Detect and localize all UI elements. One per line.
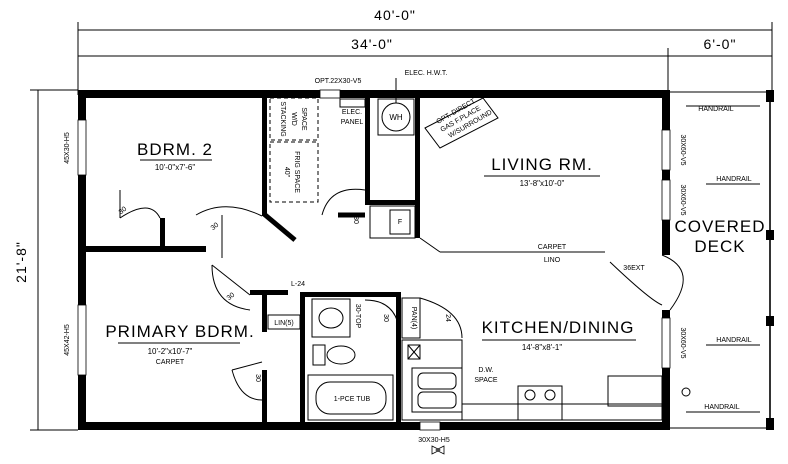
door-30-bdrm2-label: 30 bbox=[118, 206, 129, 216]
fridge-label-1: 40" bbox=[283, 167, 290, 178]
bottom-window-marker-icon bbox=[431, 445, 445, 455]
opt-window-top-label: OPT.22X30-V5 bbox=[315, 78, 362, 85]
door-30-primary-closet-label: 30 bbox=[254, 374, 261, 382]
kitchen-name: KITCHEN/DINING bbox=[482, 318, 635, 337]
lin-label: LIN(5) bbox=[274, 320, 293, 327]
living-size: 13'-8"x10'-0" bbox=[520, 179, 565, 188]
window-right-2-label: 30X60-V5 bbox=[679, 184, 686, 215]
elec-panel-label-2: PANEL bbox=[341, 119, 364, 126]
elec-hwt-label: ELEC. H.W.T. bbox=[405, 70, 448, 77]
stacking-label-3: SPACE bbox=[300, 107, 307, 131]
overall-width-label: 40'-0" bbox=[374, 7, 416, 23]
depth-label: 21'-8" bbox=[13, 241, 29, 283]
lino-label: LINO bbox=[544, 257, 561, 264]
stacking-label-2: W/D bbox=[290, 112, 297, 126]
living-name: LIVING RM. bbox=[491, 155, 593, 174]
door-24-pantry-label: 24 bbox=[444, 314, 451, 322]
tub-top-label: 30-TOP bbox=[354, 304, 361, 329]
deck-name-line1: COVERED bbox=[674, 217, 765, 236]
exterior-walls bbox=[77, 89, 671, 431]
door-30-closet-label: 30 bbox=[352, 216, 359, 224]
fridge-label-2: FRIG SPACE bbox=[293, 151, 300, 193]
deck-name-line2: DECK bbox=[694, 237, 745, 256]
water-heater-label: WH bbox=[389, 113, 403, 122]
bdrm2-size: 10'-0"x7'-6" bbox=[155, 163, 195, 172]
window-left-top-label: 45X30-H5 bbox=[64, 132, 71, 164]
window-right-1-label: 30X60-V5 bbox=[679, 134, 686, 165]
door-30-primary-label: 30 bbox=[226, 292, 237, 302]
covered-deck bbox=[670, 90, 774, 430]
dw-label-1: D.W. bbox=[478, 367, 493, 374]
dimension-lines bbox=[30, 22, 773, 431]
primary-floor: CARPET bbox=[156, 359, 185, 366]
primary-size: 10'-2"x10'-7" bbox=[148, 347, 193, 356]
door-30-hall-label: 30 bbox=[210, 222, 221, 232]
kitchen-size: 14'-8"x8'-1" bbox=[522, 343, 562, 352]
handrail-4-label: HANDRAIL bbox=[704, 404, 740, 411]
pan-label: PAN(4) bbox=[410, 307, 417, 329]
annotations: OPT.22X30-V5 ELEC. H.W.T. ELEC. PANEL WH… bbox=[64, 70, 752, 444]
primary-name: PRIMARY BDRM. bbox=[105, 322, 254, 341]
carpet-label: CARPET bbox=[538, 244, 567, 251]
window-left-bottom-label: 45X42-H5 bbox=[64, 324, 71, 356]
door-36ext-label: 36EXT bbox=[623, 265, 645, 272]
stacking-label-1: STACKING bbox=[279, 101, 286, 136]
door-swings bbox=[119, 188, 684, 401]
bdrm2-name: BDRM. 2 bbox=[137, 140, 213, 159]
window-bottom-label: 30X30-H5 bbox=[418, 437, 450, 444]
window-right-3-label: 30X60-V5 bbox=[679, 327, 686, 358]
interior-walls bbox=[86, 98, 420, 422]
shower-f-label: F bbox=[398, 219, 402, 226]
linen-l24-label: L-24 bbox=[291, 281, 305, 288]
elec-panel-label-1: ELEC. bbox=[342, 109, 362, 116]
tub-label: 1-PCE TUB bbox=[334, 396, 371, 403]
deck-width-label: 6'-0" bbox=[704, 36, 737, 52]
house-width-label: 34'-0" bbox=[351, 36, 393, 52]
fixtures bbox=[267, 97, 663, 421]
handrail-1-label: HANDRAIL bbox=[698, 106, 734, 113]
door-30-bath-label: 30 bbox=[382, 314, 389, 322]
handrail-2-label: HANDRAIL bbox=[716, 176, 752, 183]
handrail-3-label: HANDRAIL bbox=[716, 337, 752, 344]
dw-label-2: SPACE bbox=[474, 377, 498, 384]
